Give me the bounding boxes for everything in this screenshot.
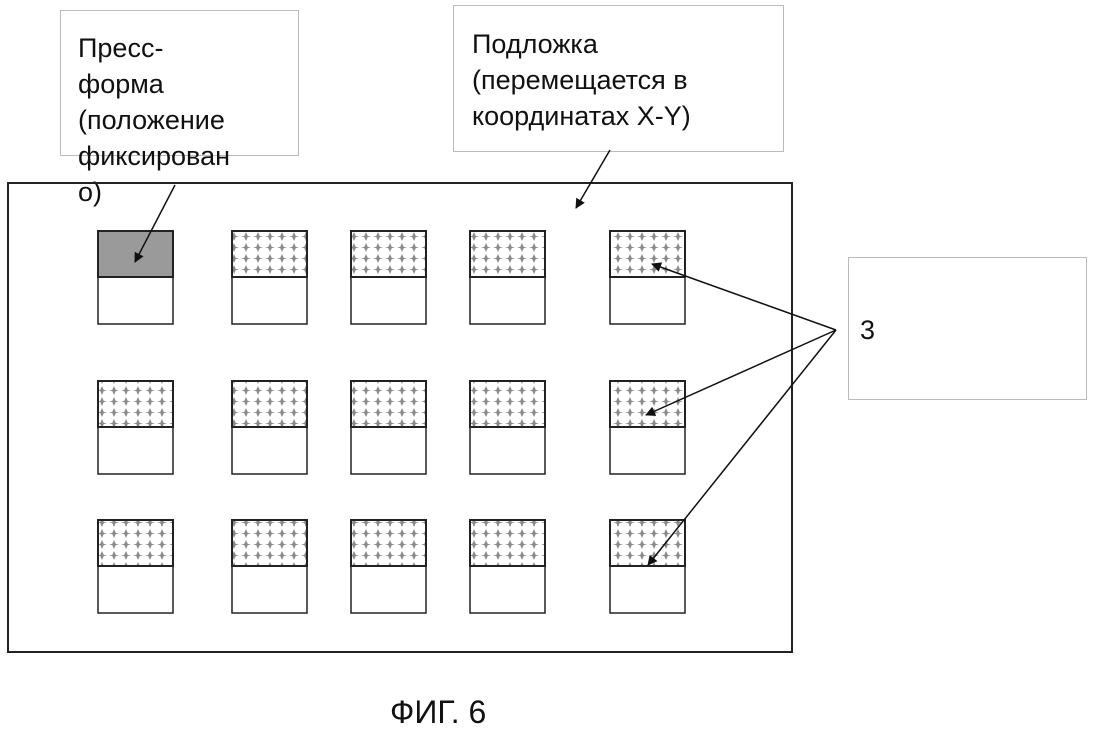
empty-cell (351, 566, 426, 613)
hatched-cell (470, 231, 545, 277)
empty-cell (351, 427, 426, 474)
figure-caption: ФИГ. 6 (390, 694, 486, 731)
empty-cell (351, 277, 426, 324)
empty-cell (98, 427, 173, 474)
empty-cell (610, 427, 685, 474)
hatched-cell (232, 520, 307, 566)
hatched-cell (610, 231, 685, 277)
hatched-cell (470, 381, 545, 427)
empty-cell (98, 566, 173, 613)
hatched-cell (98, 520, 173, 566)
empty-cell (232, 566, 307, 613)
cell-grid (98, 231, 685, 613)
empty-cell (232, 277, 307, 324)
hatched-cell (470, 520, 545, 566)
empty-cell (98, 277, 173, 324)
empty-cell (610, 277, 685, 324)
empty-cell (470, 566, 545, 613)
hatched-cell (351, 231, 426, 277)
empty-cell (610, 566, 685, 613)
empty-cell (470, 427, 545, 474)
hatched-cell (98, 381, 173, 427)
press-form-cell (98, 231, 173, 277)
hatched-cell (232, 381, 307, 427)
hatched-cell (351, 381, 426, 427)
hatched-cell (351, 520, 426, 566)
empty-cell (470, 277, 545, 324)
hatched-cell (232, 231, 307, 277)
ref-arrow-2 (646, 330, 836, 415)
substrate-arrow (576, 150, 610, 208)
empty-cell (232, 427, 307, 474)
hatched-cell (610, 520, 685, 566)
hatched-cell (610, 381, 685, 427)
